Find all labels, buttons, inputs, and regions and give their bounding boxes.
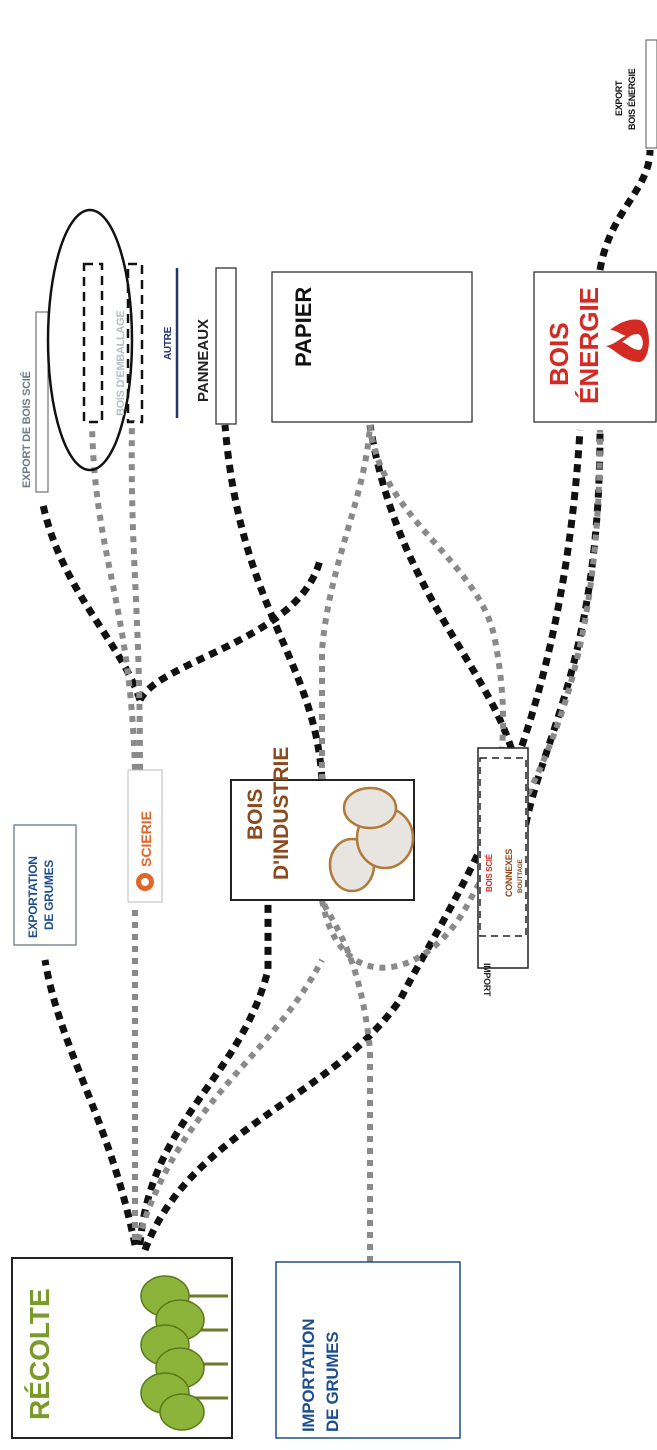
exportation-grumes-line2: DE GRUMES [42, 860, 56, 930]
import-item-bouttage: BOUTTAGE [517, 858, 524, 893]
recolte-node: RÉCOLTE [11, 1257, 233, 1439]
importation-grumes-line1: IMPORTATION [299, 1319, 318, 1432]
svg-text:BOIS D'INDUSTRIE: BOIS D'INDUSTRIE [244, 747, 293, 880]
export-bois-energie-node: EXPORT BOIS ÉNERGIE [614, 39, 657, 149]
flow-recolte-to-exportation-grumes [41, 959, 139, 1246]
svg-text:EXPORTATION DE GRUMES: EXPORTATION DE GRUMES [26, 853, 56, 938]
import-node: IMPORT BOIS SCIÉ CONNEXES BOUTTAGE [477, 747, 529, 997]
importation-grumes-line2: DE GRUMES [323, 1332, 342, 1432]
flow-scierie-to-autre-emballage [128, 419, 143, 771]
recolte-label: RÉCOLTE [24, 1288, 55, 1420]
bois-energie-line1: BOIS [544, 322, 574, 386]
flow-industrie-to-panneaux [221, 424, 326, 781]
panneaux-node: PANNEAUX [195, 267, 237, 425]
flow-scierie-to-bois-emballage [89, 424, 138, 771]
import-title: IMPORT [482, 963, 492, 997]
bois-energie-node: BOIS ÉNERGIE [533, 271, 657, 423]
saw-blade-icon [136, 873, 154, 891]
flow-recolte-to-scierie-grey2 [135, 958, 325, 1241]
bois-energie-line2: ÉNERGIE [574, 287, 604, 404]
flow-industrie-to-papier [319, 424, 373, 780]
papier-node: PAPIER [271, 271, 473, 423]
flow-importation-grumes-to-industrie [319, 898, 373, 1262]
svg-text:IMPORTATION DE GRUMES: IMPORTATION DE GRUMES [299, 1314, 342, 1432]
bois-d-industrie-node: BOIS D'INDUSTRIE [230, 747, 415, 901]
bois-industrie-line1: BOIS [244, 789, 267, 840]
tree-icon [140, 1275, 228, 1431]
grouping-oval [46, 208, 134, 472]
svg-text:EXPORT BOIS ÉNERGIE: EXPORT BOIS ÉNERGIE [614, 68, 637, 130]
flow-scierie-to-panneaux-thick [136, 559, 324, 702]
autre-node: AUTRE [163, 268, 179, 418]
flow-import-to-papier [366, 424, 524, 791]
import-item-connexes: CONNEXES [504, 849, 514, 897]
flow-bois-energie-to-export [596, 149, 654, 271]
export-bois-scie-label: EXPORT DE BOIS SCIÉ [20, 371, 33, 488]
exportation-grumes-line1: EXPORTATION [26, 856, 40, 938]
svg-text:BOIS ÉNERGIE: BOIS ÉNERGIE [544, 287, 604, 404]
flow-recolte-to-bois-industrie [136, 900, 272, 1246]
flow-import-to-bois-energie [516, 429, 604, 881]
scierie-node: SCIERIE [127, 769, 163, 903]
autre-label: AUTRE [163, 326, 174, 360]
flow-scierie-to-export-bois-scie [38, 499, 144, 702]
flame-icon [606, 319, 649, 362]
bois-emballage-label: BOIS D'EMBALLAGE [115, 311, 127, 416]
exportation-de-grumes-node: EXPORTATION DE GRUMES [13, 824, 77, 946]
bois-industrie-line2: D'INDUSTRIE [270, 747, 293, 880]
export-de-bois-scie-node: EXPORT DE BOIS SCIÉ [20, 311, 49, 493]
scierie-label: SCIERIE [138, 811, 154, 867]
export-bois-energie-line2: BOIS ÉNERGIE [627, 68, 637, 130]
log-cross-sections-icon [328, 786, 415, 893]
flow-papier-to-energie [367, 424, 507, 781]
flow-recolte-to-bois-energie [141, 429, 584, 1252]
export-bois-energie-line1: EXPORT [614, 80, 624, 116]
emballage-group: BOIS D'EMBALLAGE [46, 208, 144, 472]
panneaux-label: PANNEAUX [195, 319, 212, 402]
importation-de-grumes-node: IMPORTATION DE GRUMES [275, 1261, 461, 1439]
papier-label: PAPIER [291, 287, 316, 367]
import-item-bois-scie: BOIS SCIÉ [485, 853, 494, 892]
